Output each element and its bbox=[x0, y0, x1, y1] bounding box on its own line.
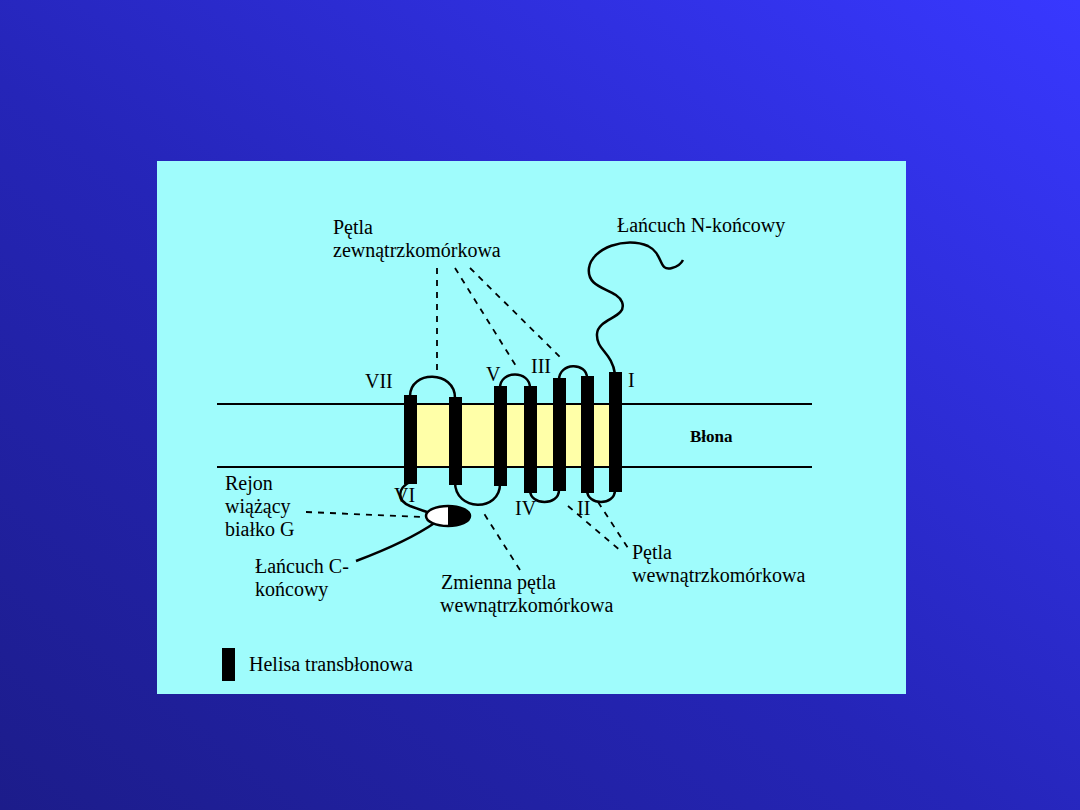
membrane-line bbox=[217, 403, 812, 405]
membrane-line bbox=[217, 466, 812, 468]
loop-label: Pętla zewnątrzkomórkowa bbox=[333, 216, 346, 262]
legend-swatch bbox=[222, 648, 235, 681]
membrane-label: Błona bbox=[690, 427, 735, 447]
legend-text: Helisa transbłonowa bbox=[249, 653, 413, 676]
helix-number: III bbox=[531, 355, 553, 378]
helix-number: V bbox=[486, 363, 503, 386]
region-label: Rejon wiążący białko G bbox=[225, 472, 297, 541]
helix-number: II bbox=[577, 497, 593, 520]
loops bbox=[356, 242, 683, 561]
helix-number: IV bbox=[515, 497, 539, 520]
chain-label: Łańcuch N-końcowy bbox=[617, 214, 788, 237]
helix-number: I bbox=[628, 369, 637, 392]
loop-label: Zmienna pętla wewnątrzkomórkowa bbox=[440, 571, 557, 617]
helix-number: VII bbox=[365, 370, 395, 393]
g-protein-binding-region bbox=[426, 506, 470, 526]
loop-label: Pętla wewnątrzkomórkowa bbox=[632, 541, 645, 587]
leader-lines bbox=[306, 268, 628, 570]
g-protein-binding-region bbox=[448, 506, 470, 526]
transmembrane-helices bbox=[404, 372, 622, 493]
helix-number: VI bbox=[394, 484, 418, 507]
chain-label: Łańcuch C-końcowy bbox=[255, 555, 351, 601]
